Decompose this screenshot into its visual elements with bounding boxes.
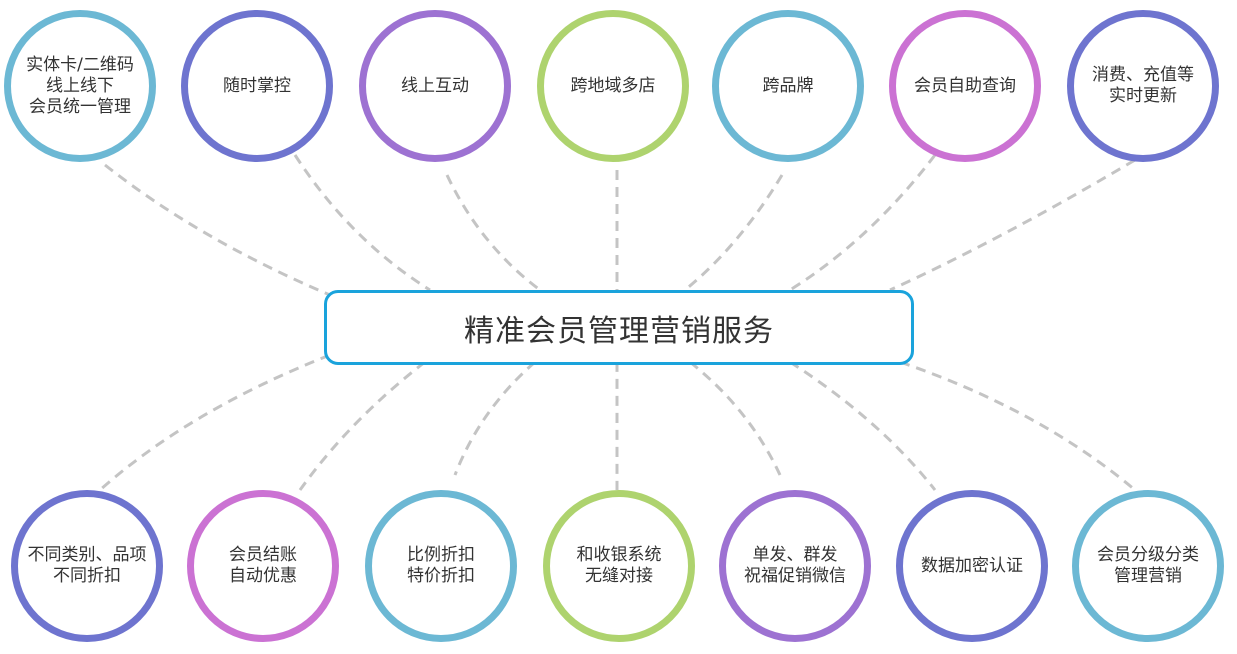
feature-label: 跨地域多店 (570, 75, 656, 96)
feature-circle: 线上互动 (359, 10, 511, 162)
dashed-connector (445, 174, 541, 292)
dashed-connector (684, 174, 784, 292)
feature-circle: 不同类别、品项 不同折扣 (11, 490, 163, 642)
feature-label: 随时掌控 (223, 75, 291, 96)
dashed-connector (889, 158, 1136, 292)
dashed-connector (104, 163, 331, 297)
feature-circle: 单发、群发 祝福促销微信 (719, 490, 871, 642)
dashed-connector (899, 360, 1136, 492)
feature-label: 线上互动 (401, 75, 469, 96)
dashed-connector (689, 360, 782, 476)
dashed-connector (293, 154, 431, 292)
dashed-connector (99, 353, 331, 492)
feature-label: 比例折扣 特价折扣 (407, 545, 475, 586)
feature-label: 不同类别、品项 不同折扣 (27, 545, 147, 586)
feature-circle: 消费、充值等 实时更新 (1067, 10, 1219, 162)
feature-label: 会员结账 自动优惠 (229, 545, 297, 586)
feature-label: 实体卡/二维码 线上线下 会员统一管理 (26, 54, 134, 117)
dashed-connector (453, 360, 536, 476)
feature-circle: 跨品牌 (712, 10, 864, 162)
dashed-connector (789, 360, 937, 491)
feature-label: 和收银系统 无缝对接 (576, 545, 662, 586)
feature-circle: 和收银系统 无缝对接 (543, 490, 695, 642)
feature-circle: 会员结账 自动优惠 (187, 490, 339, 642)
feature-circle: 会员分级分类 管理营销 (1072, 490, 1224, 642)
center-title: 精准会员管理营销服务 (464, 313, 774, 349)
feature-circle: 实体卡/二维码 线上线下 会员统一管理 (4, 10, 156, 162)
feature-circle: 会员自助查询 (889, 10, 1041, 162)
feature-circle: 比例折扣 特价折扣 (365, 490, 517, 642)
feature-label: 消费、充值等 实时更新 (1092, 65, 1194, 106)
feature-label: 单发、群发 祝福促销微信 (744, 545, 846, 586)
dashed-connector (298, 360, 426, 491)
feature-circle: 跨地域多店 (537, 10, 689, 162)
feature-label: 跨品牌 (762, 75, 814, 96)
dashed-connector (789, 154, 937, 292)
feature-circle: 随时掌控 (181, 10, 333, 162)
feature-label: 会员分级分类 管理营销 (1097, 545, 1199, 586)
feature-circle: 数据加密认证 (896, 490, 1048, 642)
feature-label: 数据加密认证 (921, 555, 1023, 576)
feature-label: 会员自助查询 (914, 75, 1016, 96)
center-title-box: 精准会员管理营销服务 (324, 290, 914, 365)
